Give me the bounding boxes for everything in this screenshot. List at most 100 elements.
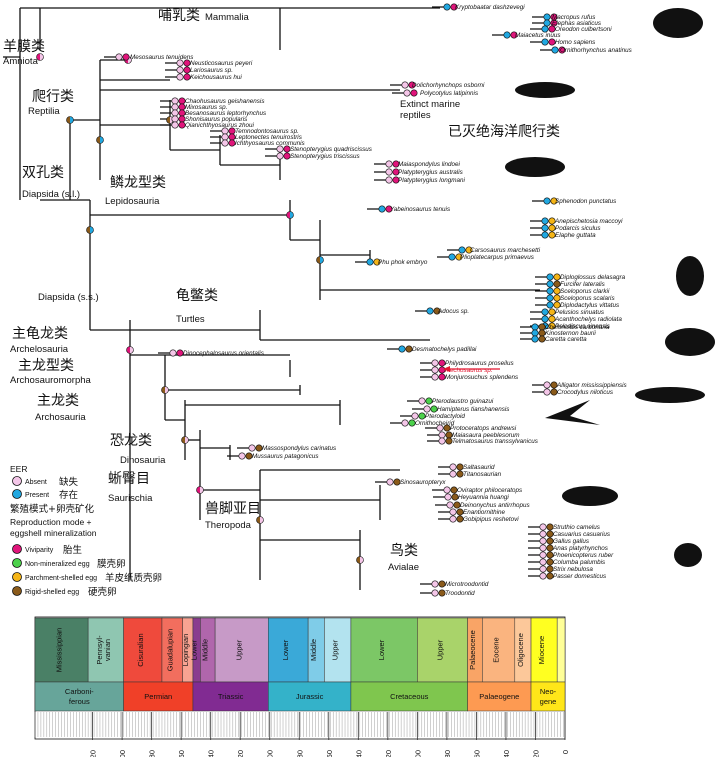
silhouettes: [505, 8, 715, 567]
eer-tip-marker: [276, 145, 284, 153]
mode-tip-marker: [425, 397, 433, 405]
node-marker: [36, 53, 44, 61]
mode-tip-marker: [408, 419, 416, 427]
taxon-label: Ornithorhynchus anatinus: [560, 47, 633, 54]
taxon-label: Mixosaurus sp.: [185, 104, 227, 111]
taxon-label: Elephas asiaticus: [552, 20, 602, 27]
epoch-label: Cisuralian: [136, 633, 145, 666]
epoch-label: Upper: [331, 639, 340, 660]
legend-rigid-cn: 硬壳卵: [88, 586, 117, 598]
clade-en-turtles: Turtles: [176, 314, 205, 325]
eer-tip-marker: [221, 139, 229, 147]
eer-tip-marker: [449, 463, 457, 471]
mode-tip-marker: [548, 308, 556, 316]
clade-en-theropoda: Theropoda: [205, 520, 252, 531]
eer-tip-marker: [431, 366, 439, 374]
epoch-box: [417, 617, 468, 683]
eer-tip-marker: [546, 280, 554, 288]
mode-tip-marker: [456, 470, 464, 478]
clade-en-lepidosauria: Lepidosauria: [105, 196, 160, 207]
eer-tip-marker: [431, 359, 439, 367]
eer-tip-marker: [541, 25, 549, 33]
eer-tip-marker: [401, 419, 409, 427]
mode-tip-marker: [438, 589, 446, 597]
clade-cn-theropoda: 兽脚亚目: [205, 501, 261, 517]
taxon-label: Columba palumbis: [553, 559, 606, 566]
eer-tip-marker: [438, 437, 446, 445]
mode-tip-marker: [418, 412, 426, 420]
legend-viviparity-swatch: [12, 544, 22, 554]
time-tick-label: 180: [295, 750, 304, 757]
mode-tip-marker: [548, 217, 556, 225]
eer-tip-marker: [458, 246, 466, 254]
mode-tip-marker: [546, 572, 554, 580]
time-tick-label: 100: [413, 750, 422, 757]
taxon-label: Pelusios sinuatus: [555, 309, 605, 316]
eer-tip-marker: [539, 558, 547, 566]
taxon-label: Diplodactylus vittatus: [560, 302, 620, 309]
eer-tip-marker: [546, 301, 554, 309]
mode-tip-marker: [553, 294, 561, 302]
eer-tip-marker: [539, 537, 547, 545]
taxon-label: Maiacetus inuus: [515, 32, 561, 39]
mode-tip-marker: [510, 31, 518, 39]
node-marker: [161, 386, 169, 394]
mode-tip-marker: [405, 345, 413, 353]
eer-tip-marker: [531, 323, 539, 331]
taxon-label: Heyuannia huangi: [458, 494, 509, 501]
eer-tip-marker: [503, 31, 511, 39]
taxon-label: Gobipipus reshetovi: [463, 516, 519, 523]
eer-tip-marker: [541, 217, 549, 225]
eer-tip-marker: [221, 133, 229, 141]
taxon-label: Mesosaurus tenuidens: [130, 54, 194, 61]
legend-parchment-swatch: [12, 572, 22, 582]
legend-viviparity-label: Viviparity: [25, 547, 54, 554]
time-tick-label: 260: [177, 750, 186, 757]
mode-tip-marker: [550, 197, 558, 205]
eer-tip-marker: [171, 115, 179, 123]
taxon-label: Neusticosaurus peyeri: [190, 60, 253, 67]
mode-tip-marker: [450, 486, 458, 494]
epoch-box: [214, 617, 269, 683]
mode-tip-marker: [438, 359, 446, 367]
legend-absent-label: Absent: [25, 479, 47, 486]
clade-en-archelosauria: Archelosauria: [10, 344, 69, 355]
eer-tip-marker: [431, 373, 439, 381]
legend-absent-cn: 缺失: [59, 476, 79, 488]
taxon-label: Ikechosaurus sp.: [445, 367, 493, 374]
period-label: ferous: [69, 697, 90, 706]
clade-en-mammalia: Mammalia: [205, 12, 250, 23]
legend-nonmin-label: Non-mineralized egg: [25, 561, 90, 568]
epoch-label: Upper: [235, 639, 244, 660]
mode-tip-marker: [438, 373, 446, 381]
taxon-label: Pelodiscus sinensis: [555, 323, 611, 330]
taxon-label: Caretta caretta: [545, 336, 587, 343]
epoch-label: Lopingian: [181, 634, 190, 667]
time-tick-label: 220: [236, 750, 245, 757]
period-box: [123, 681, 194, 712]
period-box: [530, 681, 566, 712]
taxon-label: Pterodactyloid: [425, 413, 465, 420]
legend-nonmin-cn: 膜壳卵: [97, 558, 126, 570]
time-tick-label: 320: [89, 750, 98, 757]
mode-tip-marker: [373, 258, 381, 266]
taxon-label: Diploglossus delasagra: [560, 274, 626, 281]
taxon-label: Gallus gallus: [553, 538, 590, 545]
epoch-box: [556, 617, 566, 683]
eer-tip-marker: [378, 205, 386, 213]
time-tick-label: 0: [561, 750, 570, 754]
mode-tip-marker: [553, 301, 561, 309]
legend-parchment-cn: 羊皮纸质壳卵: [105, 572, 162, 584]
taxon-label: Strix nebulosa: [553, 566, 593, 573]
taxon-label: Macropus rufus: [552, 14, 596, 21]
clade-cn-turtles: 龟鳖类: [176, 288, 218, 304]
eer-tip-marker: [171, 97, 179, 105]
taxon-label: Enantiornithine: [463, 509, 506, 516]
period-label: Triassic: [218, 692, 244, 701]
period-label: Jurassic: [296, 692, 324, 701]
clade-en-reptilia: Reptilia: [28, 106, 60, 117]
pterosaur-silhouette: [545, 400, 600, 425]
legend-mode-en-1: Reproduction mode +: [10, 517, 92, 527]
taxon-label: Passer domesticus: [553, 573, 607, 580]
